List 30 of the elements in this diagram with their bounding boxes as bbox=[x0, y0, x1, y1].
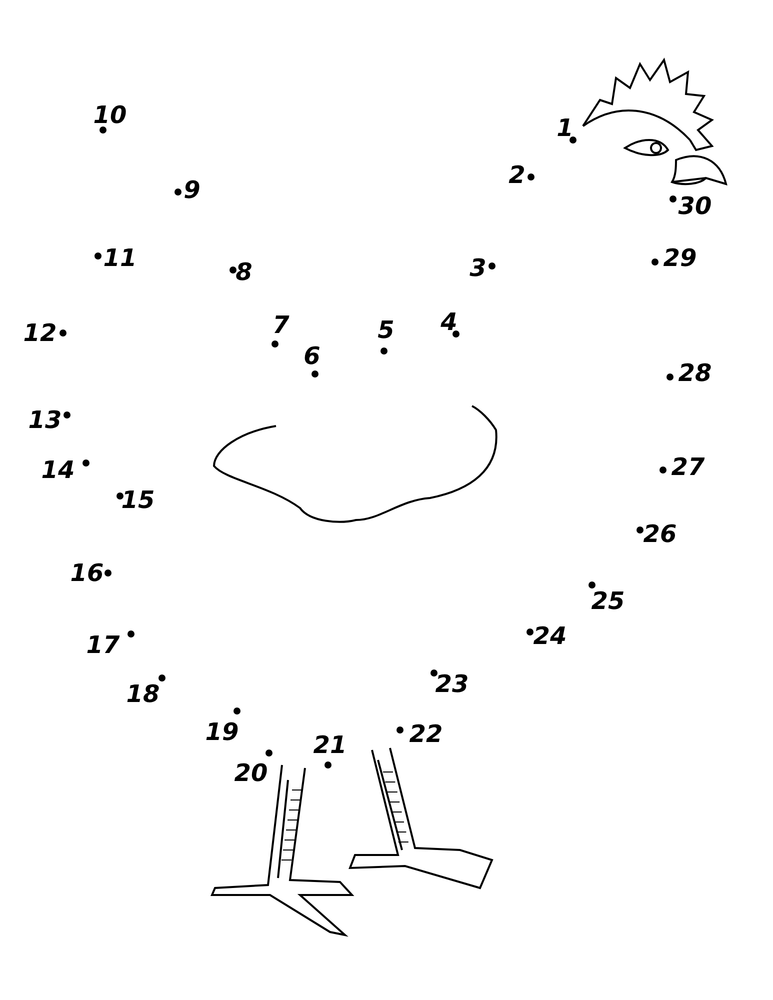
dot-number: 12 bbox=[23, 321, 57, 345]
dot-number: 22 bbox=[409, 722, 443, 746]
dot-number: 30 bbox=[678, 194, 712, 218]
dot-number: 6 bbox=[304, 344, 320, 368]
dot-number: 9 bbox=[184, 178, 200, 202]
dot-number: 3 bbox=[470, 256, 486, 280]
dot-number: 25 bbox=[591, 589, 625, 613]
dot-number: 20 bbox=[234, 761, 268, 785]
dot-number: 27 bbox=[671, 455, 705, 479]
dot-number: 7 bbox=[272, 313, 290, 337]
dot-number: 21 bbox=[313, 733, 347, 757]
dot-number: 19 bbox=[205, 720, 239, 744]
dot-number: 11 bbox=[103, 246, 137, 270]
dot-number: 24 bbox=[533, 624, 567, 648]
dot-number: 10 bbox=[93, 103, 127, 127]
dot-number: 16 bbox=[70, 561, 104, 585]
dot-number: 23 bbox=[435, 672, 469, 696]
dot-number: 13 bbox=[28, 408, 62, 432]
dot-number: 1 bbox=[556, 116, 574, 140]
dot-number: 5 bbox=[378, 318, 394, 342]
dot-number: 15 bbox=[121, 488, 155, 512]
dot-number: 2 bbox=[508, 163, 526, 187]
dot-number: 18 bbox=[126, 682, 160, 706]
dot-number: 4 bbox=[440, 310, 458, 334]
dot-number: 29 bbox=[663, 246, 697, 270]
dot-number: 17 bbox=[86, 633, 120, 657]
dot-number: 8 bbox=[236, 260, 252, 284]
dot-number: 28 bbox=[678, 361, 712, 385]
dot-number: 26 bbox=[643, 522, 677, 546]
dot-number: 14 bbox=[41, 458, 75, 482]
